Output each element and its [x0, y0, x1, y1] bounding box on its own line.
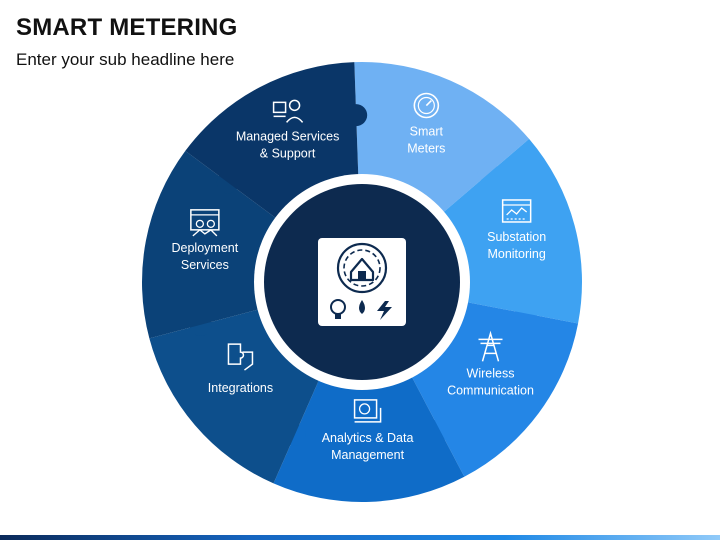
segment-7	[185, 62, 359, 224]
segment-label: Managed Services	[236, 129, 340, 143]
puzzle-knob	[345, 104, 368, 127]
segment-1	[354, 62, 530, 219]
segment-2	[436, 138, 582, 324]
power-tower-icon	[478, 330, 503, 362]
gauge-icon	[413, 92, 440, 119]
segment-6	[142, 150, 284, 339]
segment-label: Smart	[410, 125, 444, 139]
segment-label: Services	[181, 258, 229, 272]
segment-label: Deployment	[172, 241, 239, 255]
segment-label: Substation	[487, 230, 546, 244]
smart-home-meter-icon	[318, 238, 406, 326]
bottom-accent-bar	[0, 535, 720, 540]
segment-label: Communication	[447, 383, 534, 397]
segment-label: Integrations	[208, 381, 273, 395]
monitor-chart-icon	[501, 199, 532, 223]
segment-label: Management	[331, 448, 404, 462]
segment-label: & Support	[260, 146, 316, 160]
support-agent-icon	[272, 99, 304, 123]
segment-label: Monitoring	[487, 247, 545, 261]
page-title: SMART METERING	[16, 14, 238, 41]
deployment-icon	[190, 209, 220, 237]
segment-label: Wireless	[467, 366, 515, 380]
page-subtitle: Enter your sub headline here	[16, 50, 235, 69]
puzzle-hand-icon	[227, 343, 254, 371]
segment-label: Meters	[407, 142, 445, 156]
segment-label: Analytics & Data	[322, 431, 414, 445]
segment-4	[273, 368, 465, 502]
analytics-icon	[353, 399, 382, 423]
